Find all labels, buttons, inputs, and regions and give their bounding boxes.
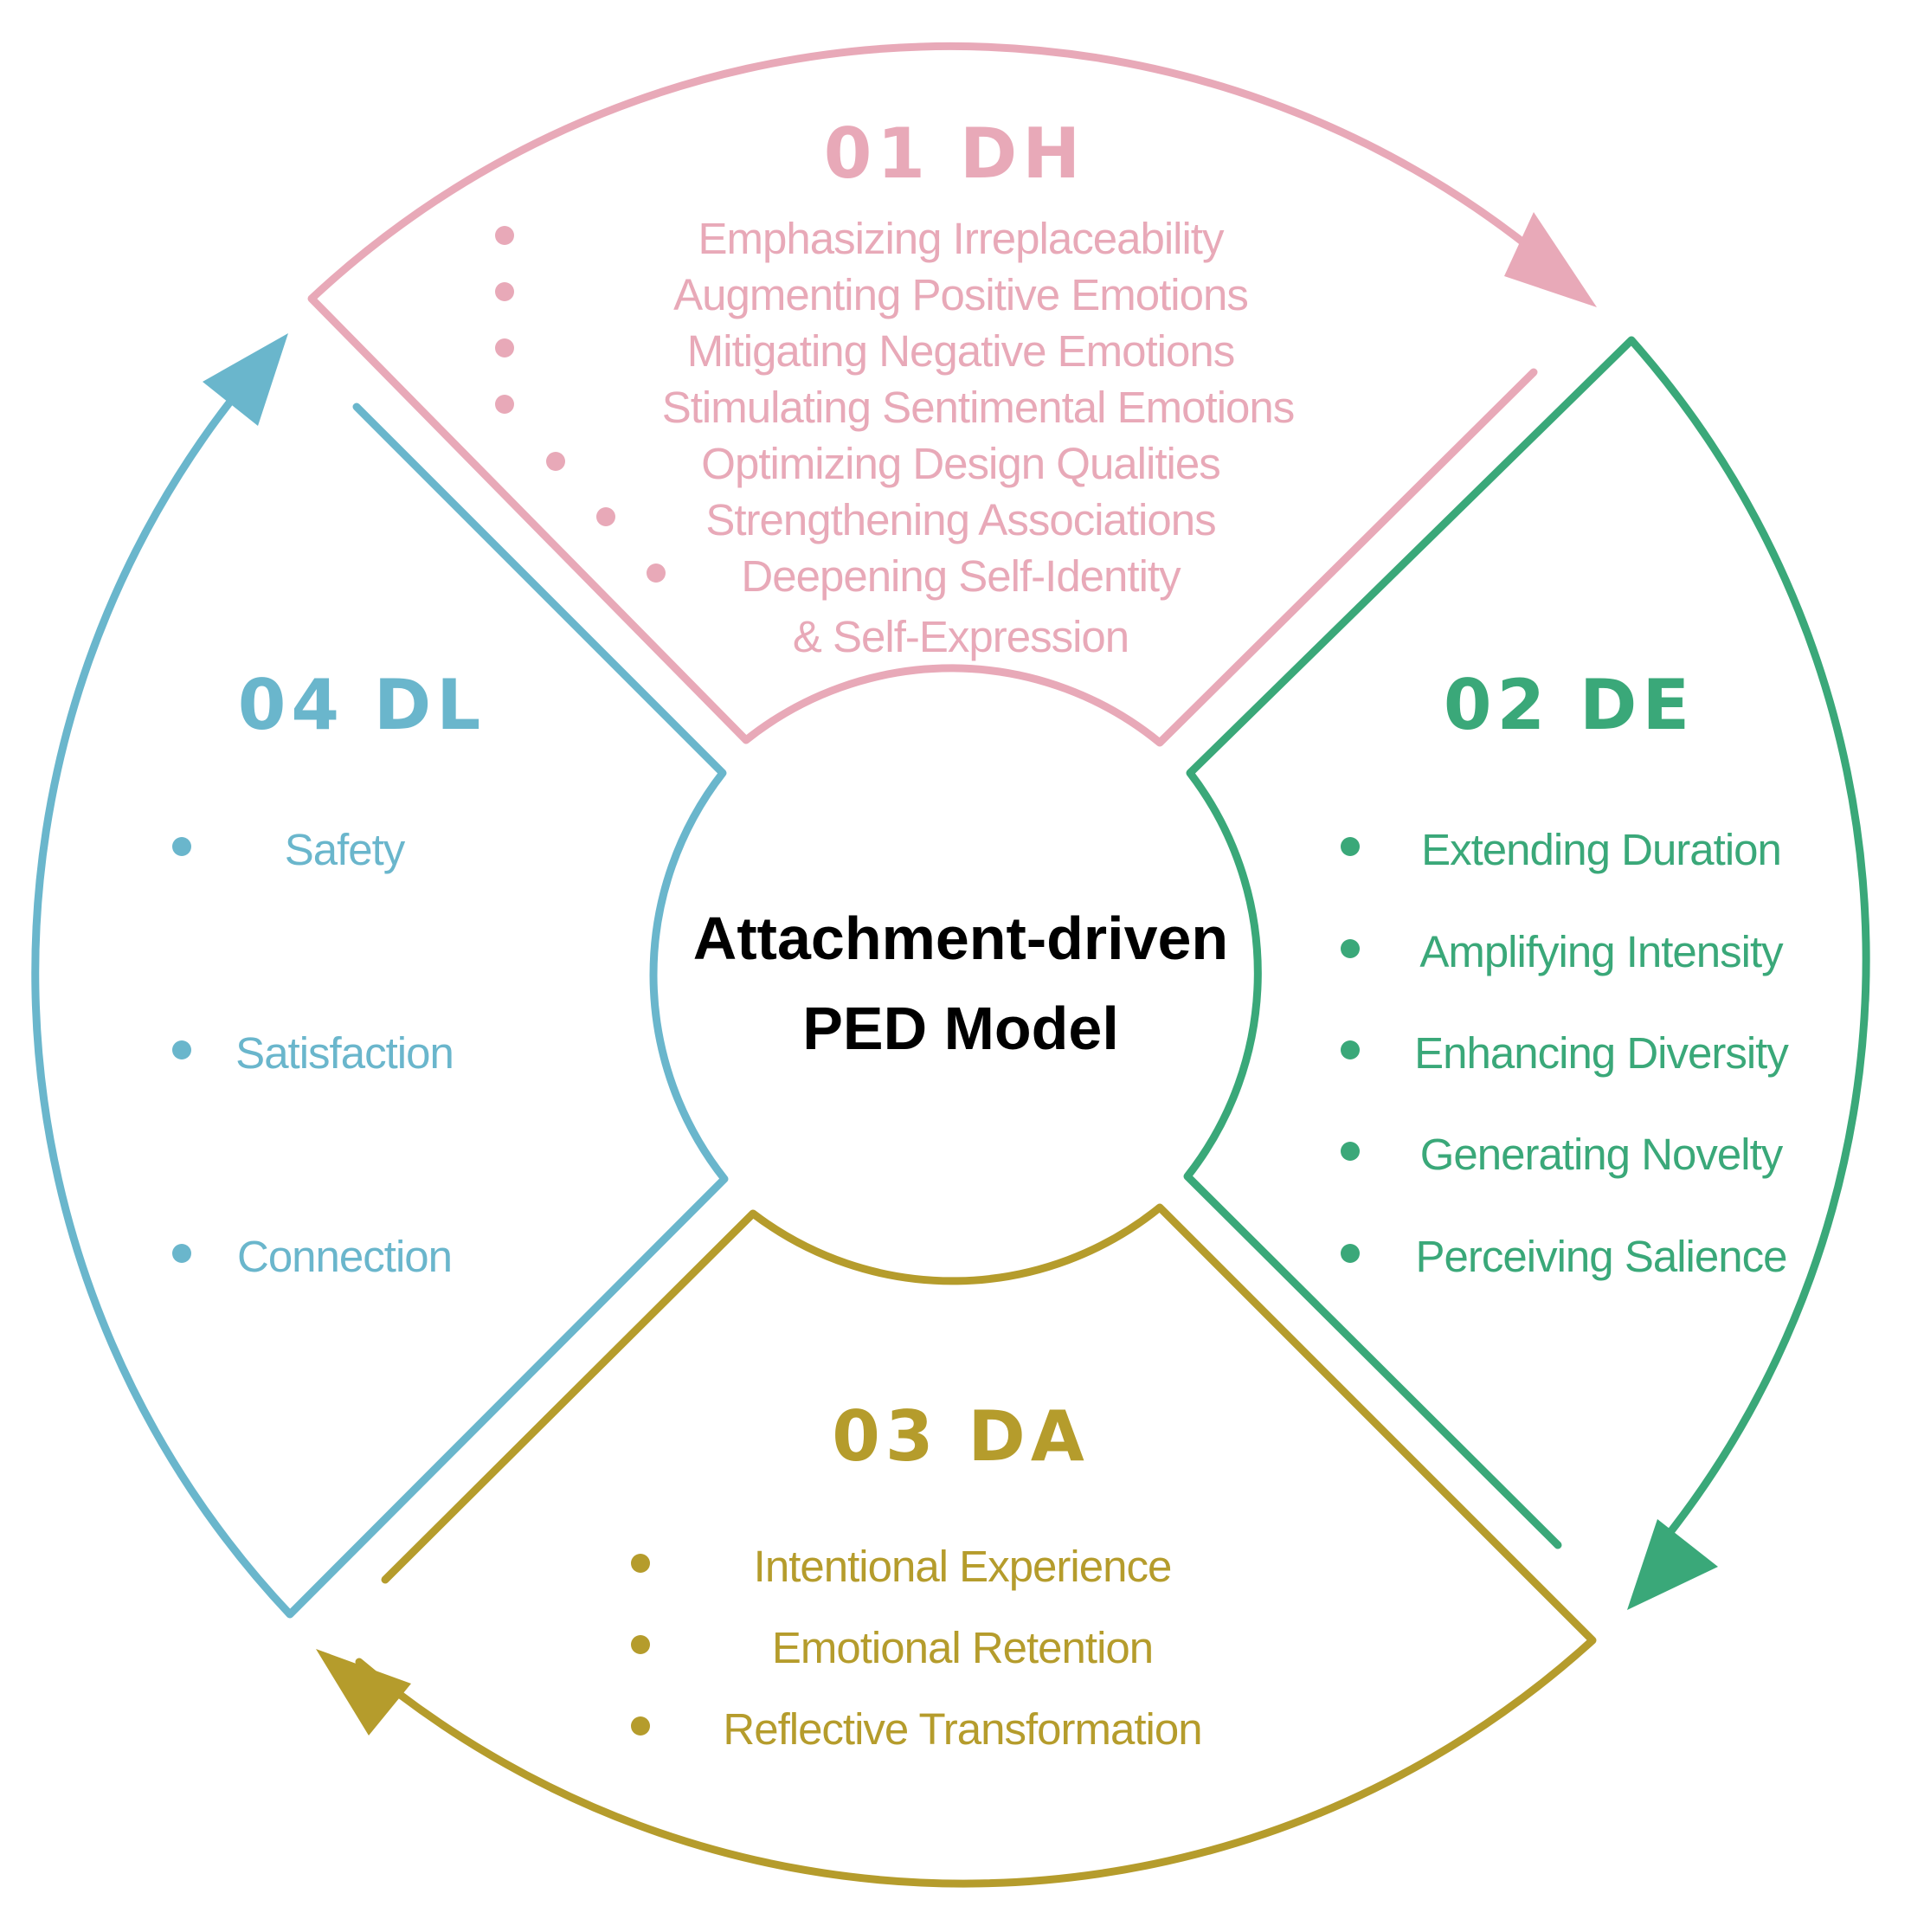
dh-item: Stimulating Sentimental Emotions bbox=[662, 383, 1295, 432]
de-outline bbox=[1183, 336, 1870, 1558]
dh-item: Augmenting Positive Emotions bbox=[673, 270, 1248, 319]
dh-bullet bbox=[495, 395, 514, 414]
dh-bullet bbox=[596, 507, 615, 526]
dl-bullet bbox=[172, 837, 191, 856]
dl-bullet-list: Safety Satisfaction Connection bbox=[172, 825, 454, 1281]
dh-item: Optimizing Design Qualities bbox=[701, 439, 1219, 488]
dh-arrowhead bbox=[1504, 212, 1597, 307]
dh-bullet bbox=[546, 452, 565, 471]
de-bullet bbox=[1341, 1040, 1360, 1059]
da-item: Intentional Experience bbox=[754, 1542, 1172, 1591]
de-item: Amplifying Intensity bbox=[1419, 927, 1784, 976]
de-item: Enhancing Diversity bbox=[1414, 1028, 1789, 1078]
center-title-line2: PED Model bbox=[802, 995, 1119, 1062]
center-label: Attachment-driven PED Model bbox=[693, 905, 1228, 1062]
de-bullet-list: Extending Duration Amplifying Intensity … bbox=[1341, 825, 1790, 1281]
da-bullet bbox=[631, 1554, 650, 1573]
da-item: Emotional Retention bbox=[772, 1623, 1153, 1672]
de-bullet bbox=[1341, 939, 1360, 958]
de-bullet bbox=[1341, 1142, 1360, 1161]
dl-heading: 04 DL bbox=[238, 665, 486, 745]
de-item: Generating Novelty bbox=[1420, 1130, 1784, 1179]
dh-item: & Self-Expression bbox=[793, 612, 1129, 661]
da-bullet-list: Intentional Experience Emotional Retenti… bbox=[631, 1542, 1203, 1754]
dh-item: Emphasizing Irreplaceability bbox=[698, 214, 1225, 263]
dl-bullet bbox=[172, 1244, 191, 1263]
dh-bullet bbox=[495, 338, 514, 357]
dh-bullet bbox=[495, 282, 514, 301]
de-arrowhead bbox=[1627, 1519, 1718, 1610]
dl-bullet bbox=[172, 1040, 191, 1059]
da-outline bbox=[355, 1203, 1597, 1888]
section-da: 03 DA Intentional Experience Emotional R… bbox=[316, 1203, 1597, 1888]
section-dl: 04 DL Safety Satisfaction Connection bbox=[31, 333, 729, 1619]
dl-item: Satisfaction bbox=[235, 1028, 454, 1078]
da-heading: 03 DA bbox=[832, 1396, 1090, 1477]
dl-arrowhead bbox=[203, 333, 288, 426]
de-bullet bbox=[1341, 1244, 1360, 1263]
center-title-line1: Attachment-driven bbox=[693, 905, 1228, 972]
dh-bullet-list: Emphasizing Irreplaceability Augmenting … bbox=[495, 214, 1295, 661]
dh-item: Mitigating Negative Emotions bbox=[687, 326, 1235, 376]
da-item: Reflective Transformation bbox=[723, 1704, 1201, 1754]
da-bullet bbox=[631, 1716, 650, 1736]
dl-item: Connection bbox=[237, 1232, 452, 1281]
dh-bullet bbox=[647, 564, 666, 583]
da-bullet bbox=[631, 1635, 650, 1654]
da-arrowhead bbox=[316, 1649, 411, 1736]
de-item: Perceiving Salience bbox=[1416, 1232, 1787, 1281]
section-dh: 01 DH Emphasizing Irreplaceability Augme… bbox=[307, 42, 1597, 747]
de-heading: 02 DE bbox=[1444, 665, 1695, 745]
de-item: Extending Duration bbox=[1421, 825, 1781, 874]
dh-heading: 01 DH bbox=[824, 113, 1086, 194]
dl-outline bbox=[31, 377, 729, 1619]
dl-item: Safety bbox=[285, 825, 406, 874]
dh-item: Deepening Self-Identity bbox=[741, 551, 1181, 601]
section-de: 02 DE Extending Duration Amplifying Inte… bbox=[1183, 336, 1870, 1610]
dh-bullet bbox=[495, 226, 514, 245]
de-bullet bbox=[1341, 837, 1360, 856]
dh-outline bbox=[307, 42, 1549, 747]
dh-item: Strengthening Associations bbox=[705, 495, 1215, 544]
